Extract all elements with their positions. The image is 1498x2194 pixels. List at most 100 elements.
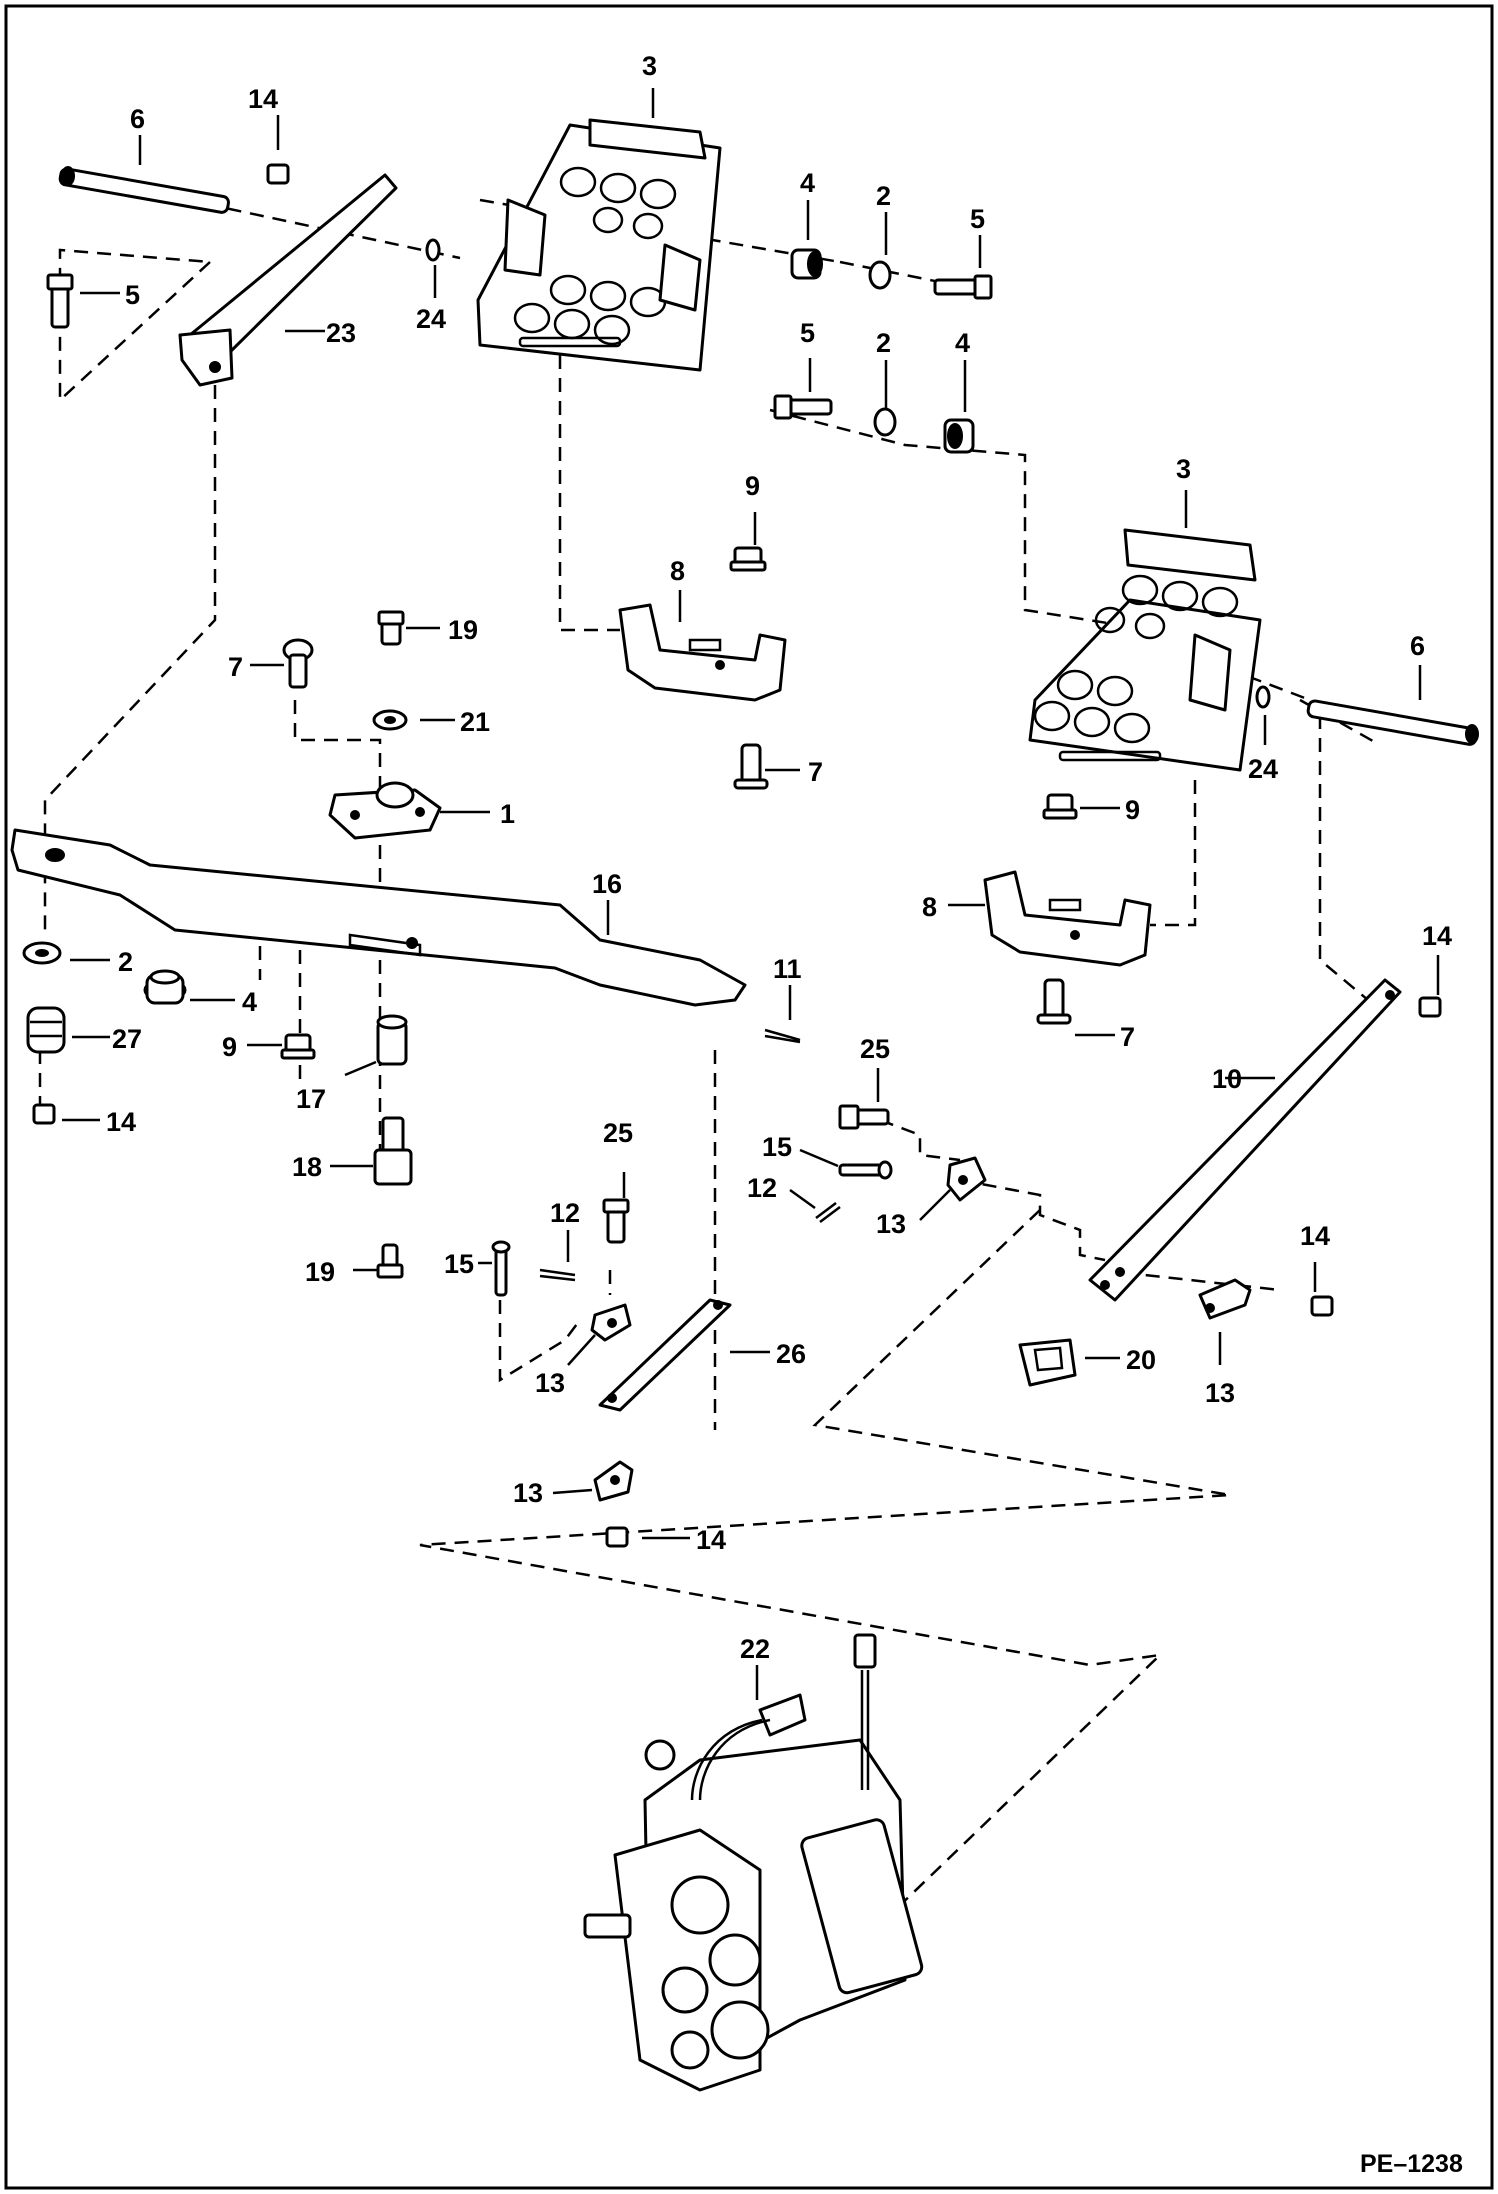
part-9-nut-right (1042, 793, 1078, 820)
part-2-washer-upper (868, 260, 892, 290)
part-19-bolt-bottom (376, 1243, 404, 1279)
part-3-pedal-upper (476, 118, 722, 372)
part-9-nut-center (280, 1033, 316, 1060)
part-13-clevis-mid (590, 1303, 632, 1342)
callout-19-top: 19 (448, 615, 478, 645)
callout-4-upper: 4 (800, 168, 815, 198)
part-6-pin-upper (58, 166, 230, 214)
part-15-pin-mid (491, 1240, 511, 1297)
callout-14-low: 14 (696, 1525, 726, 1555)
callout-26: 26 (776, 1339, 806, 1369)
part-14-nut-left (32, 1103, 56, 1125)
part-9-nut-upper (729, 546, 767, 572)
part-5-bolt-upper-right (933, 274, 993, 300)
callout-6-upper: 6 (130, 104, 145, 134)
callout-8-lower: 8 (922, 892, 937, 922)
callout-10: 10 (1212, 1064, 1242, 1094)
part-17-bushing (376, 1014, 408, 1066)
callout-labels: 3 6 14 4 2 5 5 23 24 5 2 4 3 9 8 19 7 (62, 51, 1452, 1700)
part-7-bolt-lower-right (1036, 978, 1072, 1025)
part-27-isolator (26, 1006, 66, 1054)
callout-9-upper: 9 (745, 471, 760, 501)
part-16-cross-bar (10, 828, 747, 1007)
part-14-nut-top (266, 163, 290, 185)
callout-24-lower: 24 (1248, 754, 1278, 784)
part-8-bracket-lower (983, 870, 1152, 967)
callout-14-right: 14 (1422, 921, 1452, 951)
callout-12-mid: 12 (550, 1198, 580, 1228)
part-6-pin-right (1306, 699, 1479, 746)
assembly-lines (38, 173, 1381, 1916)
callout-12-right: 12 (747, 1173, 777, 1203)
part-13-clevis-far-right (1198, 1278, 1252, 1320)
callout-25-mid: 25 (603, 1118, 633, 1148)
callout-2-mid: 2 (876, 328, 891, 358)
part-25-bolt-mid (602, 1198, 630, 1244)
callout-3-upper: 3 (642, 51, 657, 81)
callout-15-right: 15 (762, 1132, 792, 1162)
callout-6-right: 6 (1410, 631, 1425, 661)
callout-7-lower-right: 7 (1120, 1022, 1135, 1052)
callout-4-mid: 4 (955, 328, 970, 358)
callout-14-left: 14 (106, 1107, 136, 1137)
callout-7-upper: 7 (808, 757, 823, 787)
callout-13-low: 13 (513, 1478, 543, 1508)
part-8-bracket-upper (618, 603, 787, 702)
part-14-nut-far-right (1310, 1295, 1334, 1317)
part-1-pivot-plate (328, 781, 442, 840)
drawing-code: PE–1238 (1360, 2150, 1463, 2178)
part-2-washer-mid (873, 407, 897, 437)
part-24-washer-upper (425, 238, 441, 262)
callout-21: 21 (460, 707, 490, 737)
part-20-clip (1018, 1338, 1077, 1387)
part-5-bolt-mid (773, 394, 833, 420)
part-2-washer-left (22, 941, 62, 965)
part-12-cotter-right (815, 1202, 841, 1223)
callout-11: 11 (773, 954, 802, 984)
callout-7-left: 7 (228, 652, 243, 682)
callout-4-left: 4 (242, 987, 257, 1017)
callout-5-left: 5 (125, 280, 140, 310)
callout-14-top: 14 (248, 84, 278, 114)
part-14-nut-right (1418, 996, 1442, 1018)
callout-22: 22 (740, 1634, 770, 1664)
part-5-bolt-left (46, 273, 74, 329)
callout-2-upper: 2 (876, 181, 891, 211)
callout-2-left: 2 (118, 947, 133, 977)
callout-27: 27 (112, 1024, 142, 1054)
part-10-long-link (1088, 978, 1402, 1302)
callout-13-right: 13 (876, 1209, 906, 1239)
callout-13-far-right: 13 (1205, 1378, 1235, 1408)
callout-20: 20 (1126, 1345, 1156, 1375)
part-24-washer-lower (1255, 685, 1271, 709)
part-4-bushing-left (143, 969, 187, 1005)
part-7-bolt-upper (733, 743, 769, 790)
callout-8-upper: 8 (670, 556, 685, 586)
part-22-control-valve (583, 1633, 924, 2092)
callout-16: 16 (592, 869, 622, 899)
callout-9-center: 9 (222, 1032, 237, 1062)
part-11-cotter-pin (764, 1028, 801, 1044)
callout-3-lower: 3 (1176, 454, 1191, 484)
part-15-pin-right (838, 1160, 893, 1180)
part-26-link-bar (598, 1298, 732, 1412)
part-14-nut-low (605, 1526, 629, 1548)
callout-19-bottom: 19 (305, 1257, 335, 1287)
callout-23: 23 (326, 318, 356, 348)
callout-17: 17 (296, 1084, 326, 1114)
part-4-bushing-upper (790, 248, 823, 280)
part-21-washer (372, 709, 408, 731)
part-12-cotter-mid (539, 1268, 576, 1282)
callout-5-mid: 5 (800, 318, 815, 348)
callout-13-mid: 13 (535, 1368, 565, 1398)
callout-9-right: 9 (1125, 795, 1140, 825)
callout-15-mid: 15 (444, 1249, 474, 1279)
callout-14-far-right: 14 (1300, 1221, 1330, 1251)
callout-25-right: 25 (860, 1034, 890, 1064)
diagram-border (4, 4, 1494, 2190)
callout-24-upper: 24 (416, 304, 446, 334)
callout-18: 18 (292, 1152, 322, 1182)
part-3-pedal-lower (1028, 528, 1262, 772)
part-19-bolt-top (377, 610, 405, 646)
